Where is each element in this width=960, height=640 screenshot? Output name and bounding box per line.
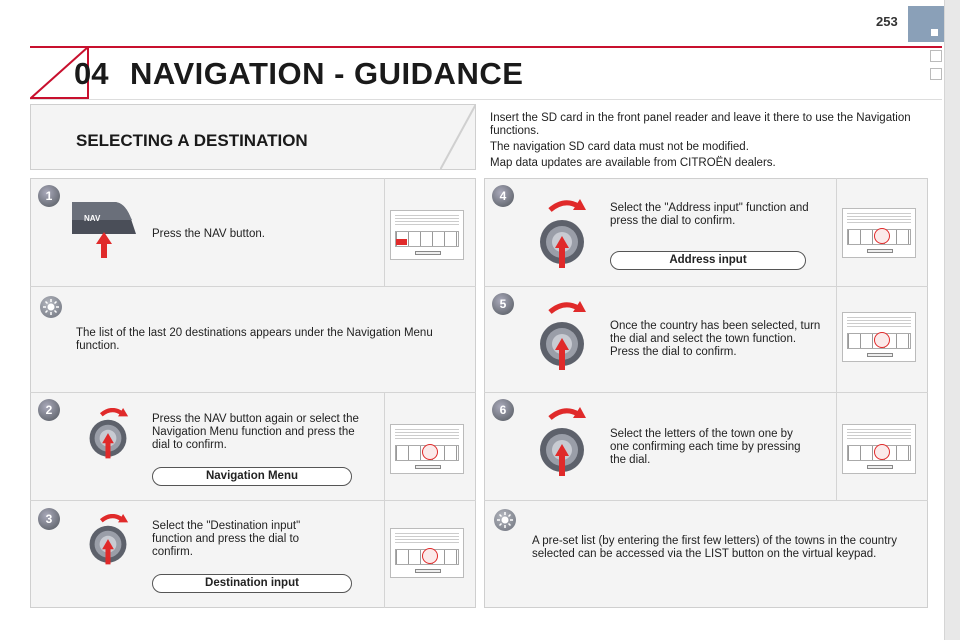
step-3-text: Select the "Destination input" function … xyxy=(152,520,301,558)
rotary-dial-icon xyxy=(540,407,586,476)
intro-paragraph-1: Insert the SD card in the front panel re… xyxy=(490,112,911,137)
radio-panel-illustration xyxy=(842,312,916,362)
navigation-menu-pill[interactable]: Navigation Menu xyxy=(152,467,352,486)
radio-panel-illustration xyxy=(390,528,464,578)
tip-sun-icon xyxy=(40,296,62,318)
tip-2-text: A pre-set list (by entering the first fe… xyxy=(532,535,897,560)
page-number: 253 xyxy=(876,14,898,29)
chapter-tab[interactable] xyxy=(908,6,944,42)
tip-sun-icon xyxy=(494,509,516,531)
header-arrow-shape xyxy=(30,46,89,99)
divider xyxy=(484,286,928,287)
step-6-badge: 6 xyxy=(492,399,514,421)
step-4-text: Select the "Address input" function and … xyxy=(610,202,809,227)
step-4-badge: 4 xyxy=(492,185,514,207)
divider xyxy=(836,178,837,500)
rotary-dial-icon xyxy=(540,199,586,268)
step-6-text: Select the letters of the town one by on… xyxy=(610,428,801,466)
step-1-badge: 1 xyxy=(38,185,60,207)
divider xyxy=(30,500,476,501)
nav-button-label: NAV xyxy=(84,214,101,223)
side-box-icon xyxy=(930,68,942,80)
chapter-number: 04 xyxy=(74,56,109,91)
tab-square-icon xyxy=(931,29,938,36)
side-box-icon xyxy=(930,50,942,62)
nav-button-icon xyxy=(72,202,136,258)
address-input-pill[interactable]: Address input xyxy=(610,251,806,270)
intro-paragraph-2: The navigation SD card data must not be … xyxy=(490,141,749,153)
section-title-box xyxy=(30,104,476,170)
step-1-text: Press the NAV button. xyxy=(152,228,265,240)
section-title: SELECTING A DESTINATION xyxy=(76,131,308,150)
destination-input-pill[interactable]: Destination input xyxy=(152,574,352,593)
radio-panel-illustration xyxy=(842,424,916,474)
title-box-diagonal xyxy=(440,104,476,170)
side-strip xyxy=(944,0,960,640)
divider xyxy=(384,178,385,286)
divider xyxy=(484,500,928,501)
chapter-title: NAVIGATION - GUIDANCE xyxy=(130,56,524,91)
step-2-badge: 2 xyxy=(38,399,60,421)
divider xyxy=(484,392,928,393)
radio-panel-illustration xyxy=(842,208,916,258)
rotary-dial-icon xyxy=(89,408,129,459)
header-band xyxy=(30,46,942,100)
step-5-badge: 5 xyxy=(492,293,514,315)
step-2-text: Press the NAV button again or select the… xyxy=(152,413,359,451)
step-5-text: Once the country has been selected, turn… xyxy=(610,320,821,358)
divider xyxy=(384,392,385,608)
tip-1-text: The list of the last 20 destinations app… xyxy=(76,327,433,352)
divider xyxy=(30,286,476,287)
rotary-dial-icon xyxy=(540,301,586,370)
intro-paragraph-3: Map data updates are available from CITR… xyxy=(490,157,776,169)
rotary-dial-icon xyxy=(89,514,129,565)
radio-panel-illustration xyxy=(390,424,464,474)
radio-panel-illustration xyxy=(390,210,464,260)
step-3-badge: 3 xyxy=(38,508,60,530)
divider xyxy=(30,392,476,393)
